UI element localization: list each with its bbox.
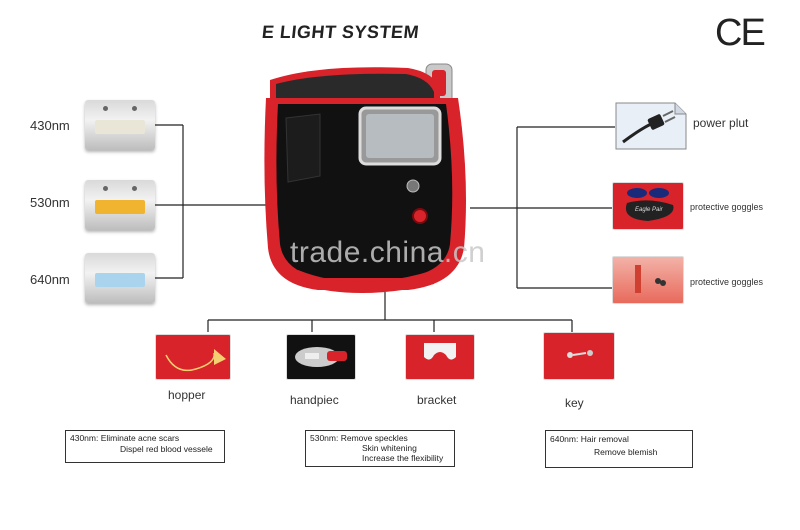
filter-label-430: 430nm (30, 118, 70, 133)
goggles-pair-image (612, 256, 684, 304)
handpiece-label: handpiec (290, 393, 339, 407)
ce-mark: CE (715, 12, 766, 54)
description-box-530: 530nm: Remove speckles Skin whitening In… (305, 430, 455, 467)
goggles-label-2: protective goggles (690, 277, 764, 287)
bracket-image (405, 334, 475, 380)
bracket-label: bracket (417, 393, 457, 407)
description-line: 640nm: Hair removal (550, 434, 629, 444)
description-box-640: 640nm: Hair removal Remove blemish (545, 430, 693, 468)
description-line: Skin whitening (362, 443, 417, 453)
key-image (543, 332, 615, 380)
description-line: 430nm: Eliminate acne scars (70, 433, 180, 443)
filter-430-strip (95, 120, 145, 134)
description-box-430: 430nm: Eliminate acne scars Dispel red b… (65, 430, 225, 463)
hopper-image (155, 334, 231, 380)
filter-530-image (85, 180, 155, 230)
power-plug-label: power plut (693, 116, 749, 130)
filter-530-strip (95, 200, 145, 214)
description-line: Remove blemish (594, 447, 658, 457)
filter-label-640: 640nm (30, 272, 70, 287)
watermark: trade.china.cn (290, 236, 486, 269)
goggles-label-1: protective goggles (690, 202, 764, 212)
goggles-case-image: Eagle Pair (612, 182, 684, 230)
description-line: Increase the flexibility (362, 453, 444, 463)
key-label: key (565, 396, 584, 410)
goggles-case-text: Eagle Pair (635, 207, 663, 213)
description-line: 530nm: Remove speckles (310, 433, 408, 443)
power-plug-image (615, 102, 687, 150)
handpiece-image (286, 334, 356, 380)
filter-640-strip (95, 273, 145, 287)
description-line: Dispel red blood vessele (120, 444, 213, 454)
filter-430-image (85, 100, 155, 150)
filter-label-530: 530nm (30, 195, 70, 210)
hopper-label: hopper (168, 388, 206, 402)
filter-640-image (85, 253, 155, 303)
machine-image (264, 63, 466, 293)
page-title: E LIGHT SYSTEM (261, 22, 421, 42)
